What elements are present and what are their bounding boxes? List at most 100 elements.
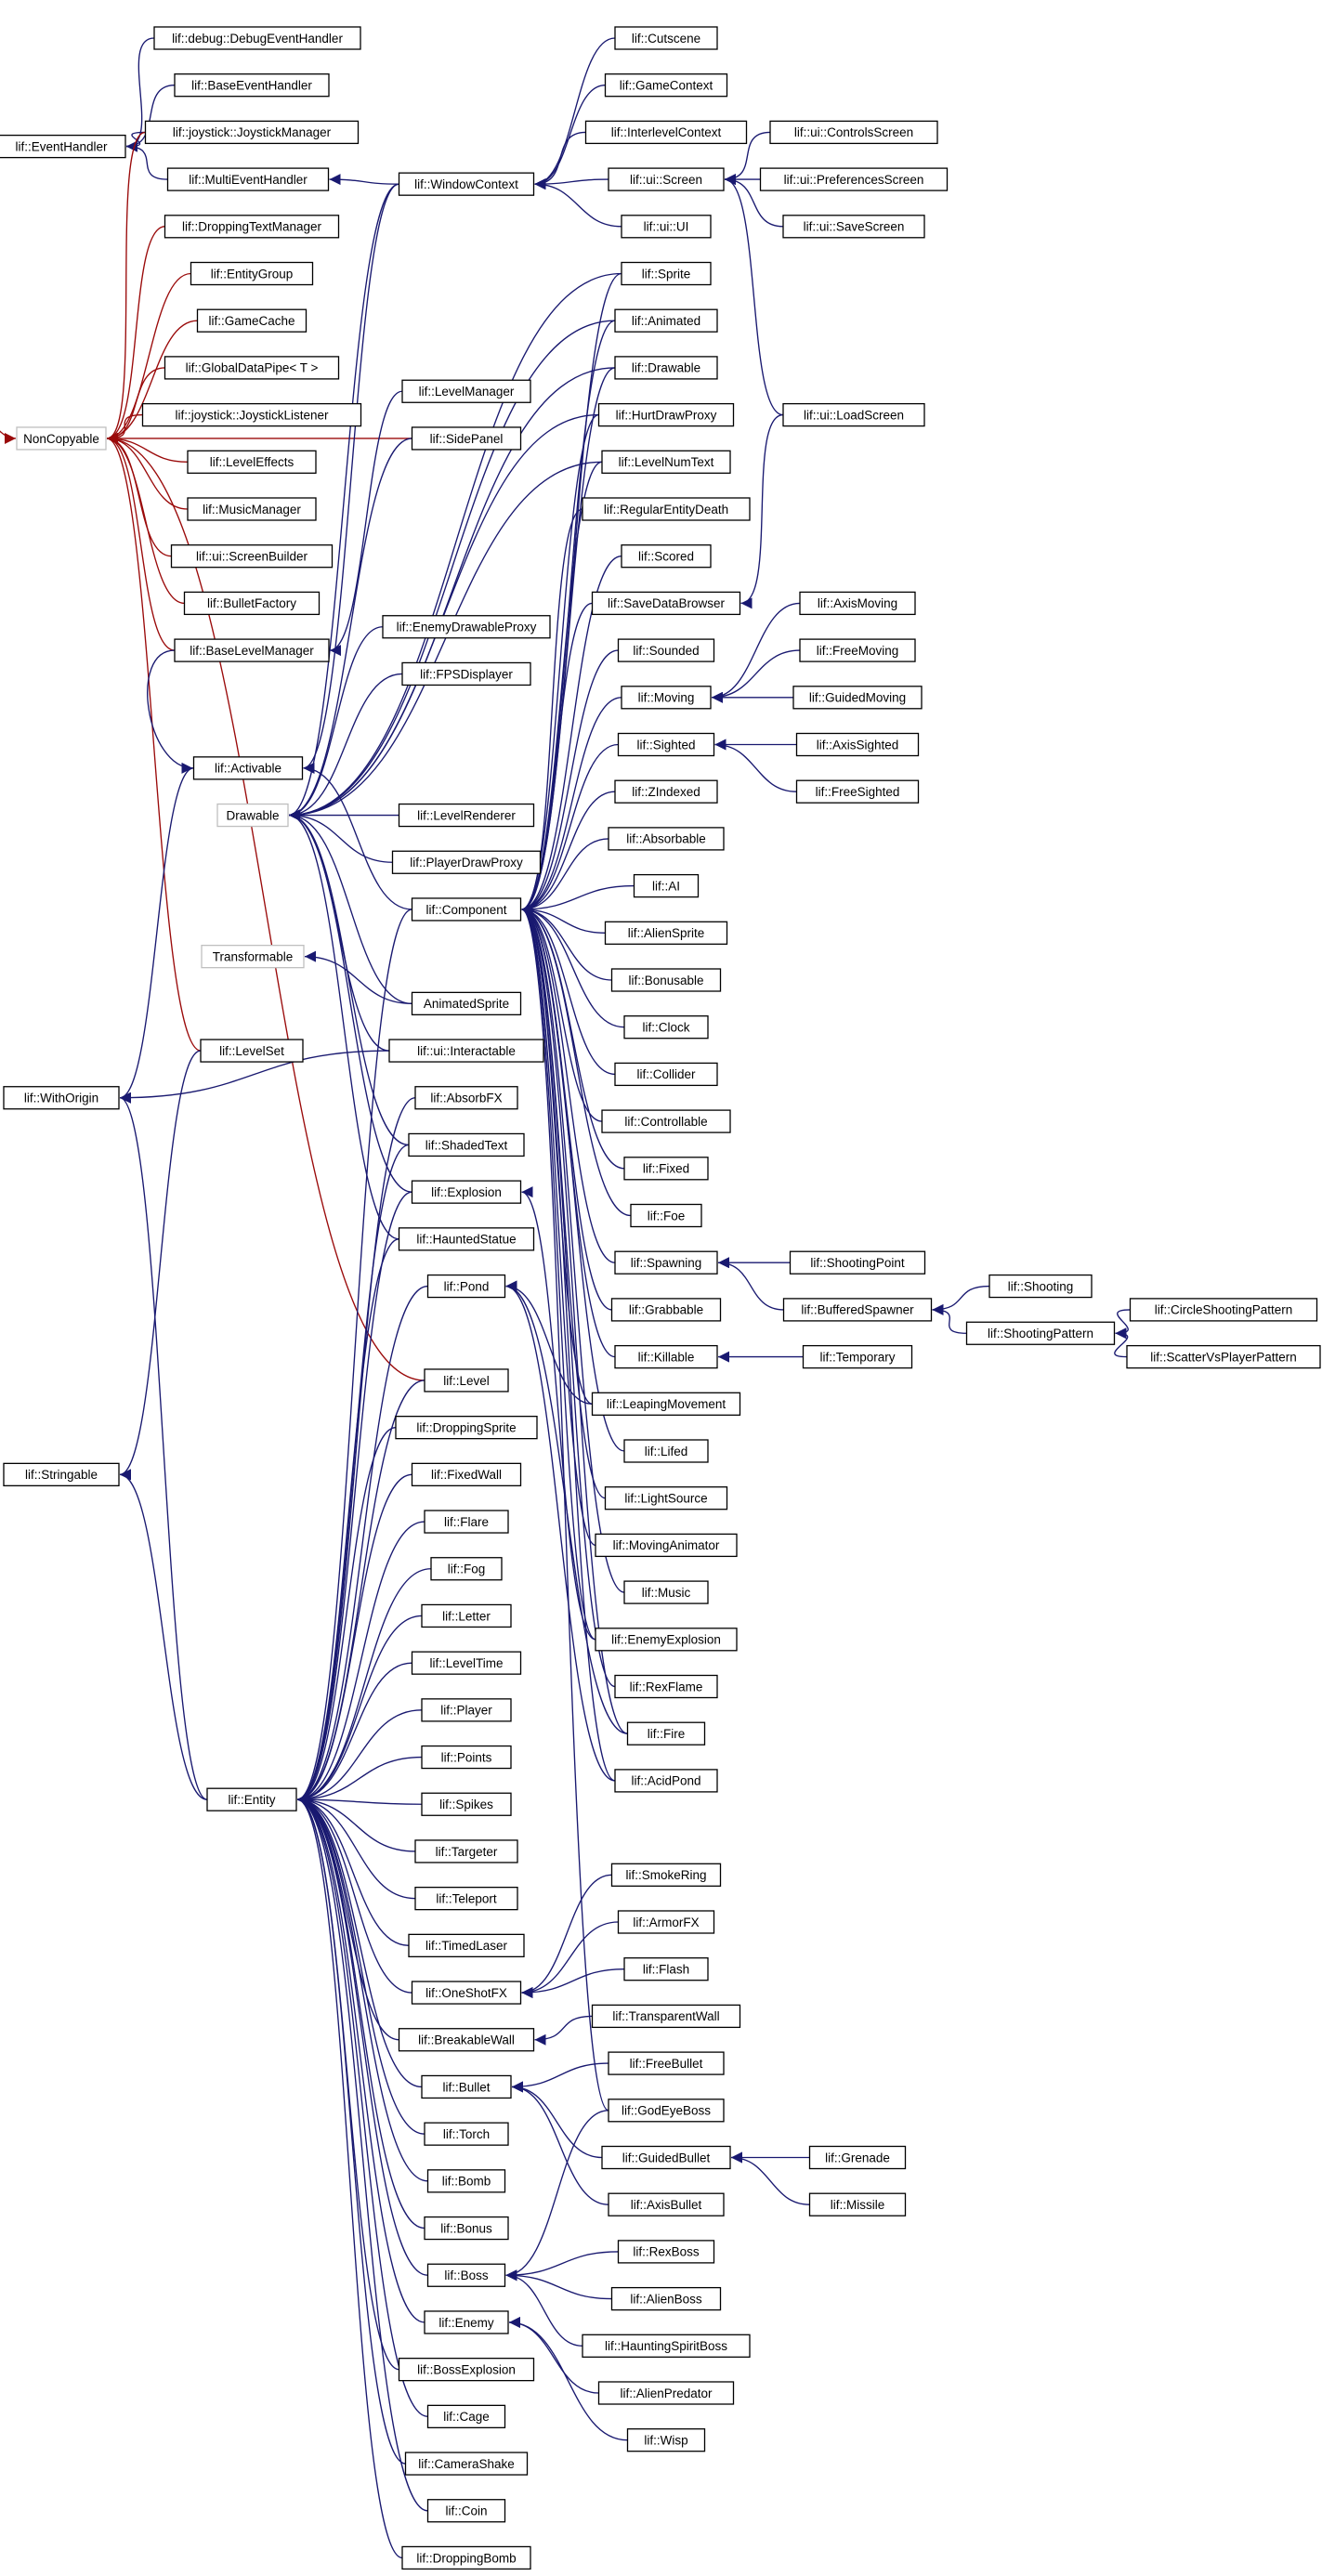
class-node-buffered-spawner[interactable]: lif::BufferedSpawner — [782, 1298, 933, 1322]
class-node-entity[interactable]: lif::Entity — [206, 1787, 297, 1811]
class-node-alien-predator[interactable]: lif::AlienPredator — [597, 2381, 735, 2405]
class-node-collider[interactable]: lif::Collider — [614, 1062, 718, 1087]
class-node-scored[interactable]: lif::Scored — [621, 544, 712, 569]
class-node-stringable[interactable]: lif::Stringable — [3, 1462, 120, 1486]
class-node-player-draw-proxy[interactable]: lif::PlayerDrawProxy — [391, 850, 542, 874]
class-node-level-time[interactable]: lif::LevelTime — [411, 1651, 522, 1675]
class-node-circle-shooting-pattern[interactable]: lif::CircleShootingPattern — [1129, 1298, 1318, 1322]
class-node-joystick-manager[interactable]: lif::joystick::JoystickManager — [144, 120, 360, 145]
class-node-level-num-text[interactable]: lif::LevelNumText — [601, 450, 731, 474]
class-node-lifed[interactable]: lif::Lifed — [623, 1439, 709, 1463]
class-node-controllable[interactable]: lif::Controllable — [601, 1109, 731, 1133]
class-node-flash[interactable]: lif::Flash — [623, 1957, 709, 1981]
class-node-shooting[interactable]: lif::Shooting — [988, 1274, 1093, 1299]
class-node-pond[interactable]: lif::Pond — [426, 1274, 506, 1299]
class-node-missile[interactable]: lif::Missile — [808, 2192, 907, 2216]
class-node-points[interactable]: lif::Points — [421, 1745, 512, 1770]
class-node-bullet-factory[interactable]: lif::BulletFactory — [183, 591, 321, 616]
class-node-activable[interactable]: lif::Activable — [192, 756, 304, 780]
class-node-fog[interactable]: lif::Fog — [430, 1557, 503, 1581]
class-node-base-event-handler[interactable]: lif::BaseEventHandler — [174, 73, 330, 98]
class-node-dropping-sprite[interactable]: lif::DroppingSprite — [395, 1416, 538, 1440]
class-node-shooting-pattern[interactable]: lif::ShootingPattern — [965, 1321, 1116, 1345]
class-node-axis-moving[interactable]: lif::AxisMoving — [799, 591, 916, 616]
class-node-free-moving[interactable]: lif::FreeMoving — [799, 638, 916, 662]
class-node-drawable[interactable]: Drawable — [216, 803, 289, 828]
class-node-grenade[interactable]: lif::Grenade — [808, 2145, 907, 2170]
class-node-temporary[interactable]: lif::Temporary — [802, 1344, 913, 1369]
class-node-side-panel[interactable]: lif::SidePanel — [411, 426, 522, 451]
class-node-alien-boss[interactable]: lif::AlienBoss — [610, 2286, 722, 2311]
class-node-boss[interactable]: lif::Boss — [426, 2263, 506, 2287]
class-node-debug-event-handler[interactable]: lif::debug::DebugEventHandler — [153, 26, 361, 50]
class-node-rex-flame[interactable]: lif::RexFlame — [614, 1674, 718, 1699]
class-node-transformable[interactable]: Transformable — [201, 945, 305, 969]
class-node-shooting-point[interactable]: lif::ShootingPoint — [789, 1250, 926, 1275]
class-node-with-origin[interactable]: lif::WithOrigin — [3, 1086, 120, 1110]
class-node-regular-entity-death[interactable]: lif::RegularEntityDeath — [582, 497, 751, 521]
class-node-torch[interactable]: lif::Torch — [424, 2122, 509, 2146]
class-node-flare[interactable]: lif::Flare — [424, 1510, 509, 1534]
class-node-haunting-spirit-boss[interactable]: lif::HauntingSpiritBoss — [582, 2334, 751, 2358]
class-node-fire[interactable]: lif::Fire — [626, 1721, 706, 1746]
class-node-free-sighted[interactable]: lif::FreeSighted — [795, 779, 920, 804]
class-node-screen[interactable]: lif::ui::Screen — [608, 167, 725, 191]
class-node-god-eye-boss[interactable]: lif::GodEyeBoss — [608, 2099, 725, 2123]
class-node-shaded-text[interactable]: lif::ShadedText — [408, 1132, 525, 1157]
class-node-non-copyable[interactable]: NonCopyable — [16, 426, 107, 451]
class-node-smoke-ring[interactable]: lif::SmokeRing — [610, 1863, 722, 1887]
class-node-free-bullet[interactable]: lif::FreeBullet — [608, 2051, 725, 2075]
class-node-preferences-screen[interactable]: lif::ui::PreferencesScreen — [759, 167, 949, 191]
class-node-moving-animator[interactable]: lif::MovingAnimator — [595, 1533, 738, 1558]
class-node-interlevel-context[interactable]: lif::InterlevelContext — [584, 120, 748, 145]
class-node-multi-event-handler[interactable]: lif::MultiEventHandler — [166, 167, 330, 191]
class-node-zindexed[interactable]: lif::ZIndexed — [614, 779, 718, 804]
class-node-axis-bullet[interactable]: lif::AxisBullet — [608, 2192, 725, 2216]
class-node-teleport[interactable]: lif::Teleport — [414, 1887, 518, 1911]
class-node-enemy[interactable]: lif::Enemy — [424, 2310, 509, 2334]
class-node-sounded[interactable]: lif::Sounded — [617, 638, 715, 662]
class-node-enemy-drawable-proxy[interactable]: lif::EnemyDrawableProxy — [382, 615, 551, 639]
class-node-save-screen[interactable]: lif::ui::SaveScreen — [782, 215, 925, 239]
class-node-foe[interactable]: lif::Foe — [630, 1203, 702, 1228]
class-node-haunted-statue[interactable]: lif::HauntedStatue — [398, 1227, 535, 1251]
class-node-coin[interactable]: lif::Coin — [426, 2499, 506, 2523]
class-node-ai[interactable]: lif::AI — [633, 873, 700, 898]
class-node-music-manager[interactable]: lif::MusicManager — [187, 497, 317, 521]
class-node-fpsdisplayer[interactable]: lif::FPSDisplayer — [401, 661, 531, 686]
class-node-killable[interactable]: lif::Killable — [614, 1344, 718, 1369]
class-node-component[interactable]: lif::Component — [411, 897, 522, 922]
class-node-clock[interactable]: lif::Clock — [623, 1015, 709, 1040]
class-node-music[interactable]: lif::Music — [623, 1580, 709, 1604]
class-node-event-handler[interactable]: lif::EventHandler — [0, 134, 126, 159]
class-node-global-data-pipe[interactable]: lif::GlobalDataPipe< T > — [164, 356, 340, 380]
class-node-transparent-wall[interactable]: lif::TransparentWall — [591, 2004, 741, 2029]
class-node-entity-group[interactable]: lif::EntityGroup — [190, 261, 314, 286]
class-node-guided-moving[interactable]: lif::GuidedMoving — [792, 686, 923, 710]
class-node-bullet[interactable]: lif::Bullet — [421, 2074, 512, 2099]
class-node-interactable[interactable]: lif::ui::Interactable — [388, 1039, 544, 1063]
class-node-save-data-browser[interactable]: lif::SaveDataBrowser — [591, 591, 741, 616]
class-node-fixed[interactable]: lif::Fixed — [623, 1157, 709, 1181]
class-node-game-cache[interactable]: lif::GameCache — [196, 308, 308, 333]
class-node-enemy-explosion[interactable]: lif::EnemyExplosion — [595, 1628, 738, 1652]
class-node-level-set[interactable]: lif::LevelSet — [200, 1039, 304, 1063]
class-node-dropping-text-manager[interactable]: lif::DroppingTextManager — [164, 215, 340, 239]
class-node-camera-shake[interactable]: lif::CameraShake — [404, 2452, 529, 2476]
class-node-animated-sprite-x[interactable]: AnimatedSprite — [411, 991, 522, 1015]
class-node-load-screen[interactable]: lif::ui::LoadScreen — [782, 402, 925, 427]
class-node-absorbable[interactable]: lif::Absorbable — [608, 827, 725, 851]
class-node-joystick-listener[interactable]: lif::joystick::JoystickListener — [141, 402, 362, 427]
class-node-bonusable[interactable]: lif::Bonusable — [610, 968, 722, 992]
class-node-alien-sprite[interactable]: lif::AlienSprite — [604, 921, 728, 945]
class-node-level-manager[interactable]: lif::LevelManager — [401, 379, 531, 403]
class-node-game-context[interactable]: lif::GameContext — [604, 73, 728, 98]
class-node-light-source[interactable]: lif::LightSource — [604, 1486, 728, 1510]
class-node-controls-screen[interactable]: lif::ui::ControlsScreen — [769, 120, 938, 145]
class-node-spikes[interactable]: lif::Spikes — [421, 1792, 512, 1816]
class-node-boss-explosion[interactable]: lif::BossExplosion — [398, 2357, 535, 2382]
class-node-acid-pond[interactable]: lif::AcidPond — [614, 1769, 718, 1793]
class-node-rex-boss[interactable]: lif::RexBoss — [617, 2240, 715, 2264]
class-node-guided-bullet[interactable]: lif::GuidedBullet — [601, 2145, 731, 2170]
class-node-fixed-wall[interactable]: lif::FixedWall — [411, 1462, 522, 1486]
